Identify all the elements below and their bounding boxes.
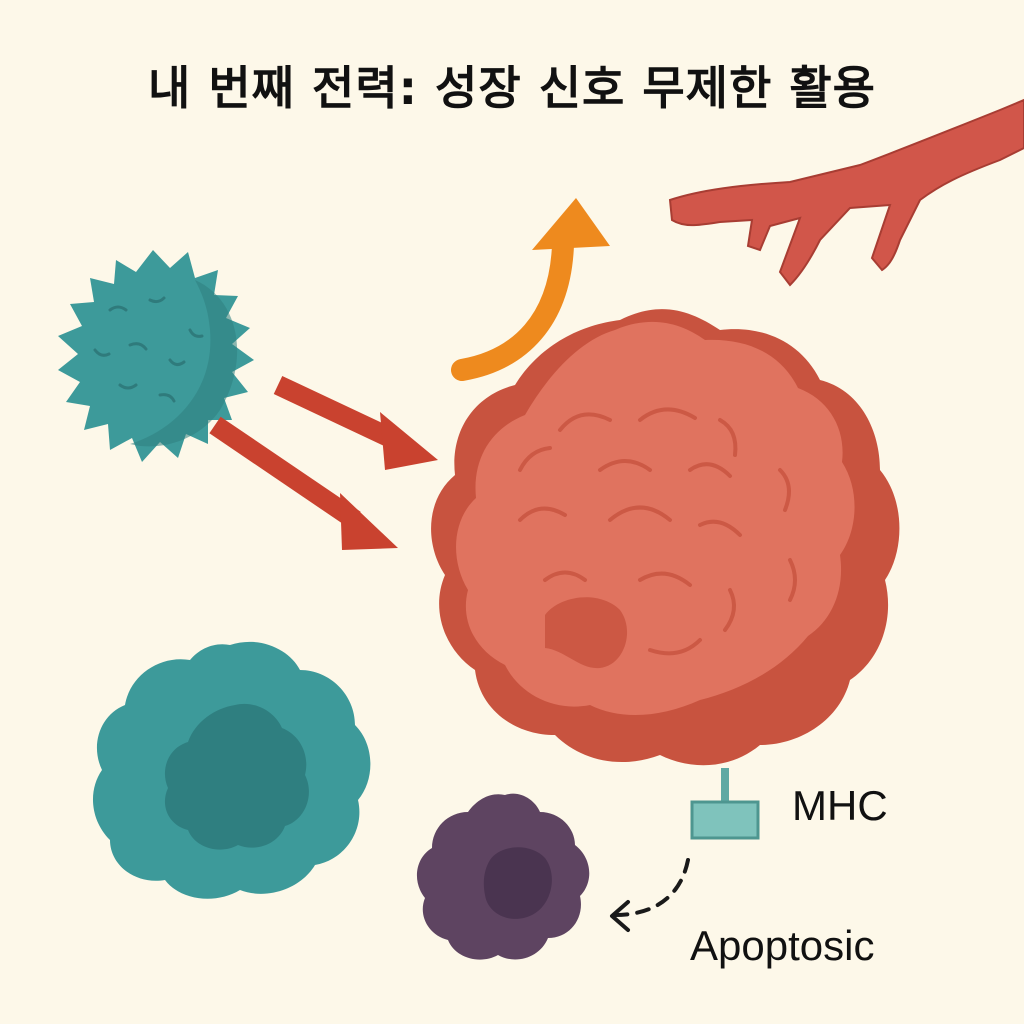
blood-vessel — [668, 98, 1024, 287]
tumor-nucleus — [545, 597, 628, 669]
apoptosis-label: Apoptosic — [690, 922, 875, 969]
tumor-cell — [431, 309, 900, 766]
apoptotic-cell — [416, 793, 590, 960]
spiky-immune-cell — [58, 250, 254, 462]
diagram-title: 내 번째 전력: 성장 신호 무제한 활용 — [148, 61, 876, 115]
apoptosis-dashed-arrow — [610, 858, 690, 932]
mhc-receptor — [690, 768, 760, 840]
growth-signal-arrow — [451, 198, 610, 381]
signal-arrow-lower — [209, 416, 398, 550]
teal-cell-large — [92, 641, 371, 899]
signal-arrow-upper — [273, 375, 438, 470]
mhc-label: MHC — [792, 782, 888, 829]
